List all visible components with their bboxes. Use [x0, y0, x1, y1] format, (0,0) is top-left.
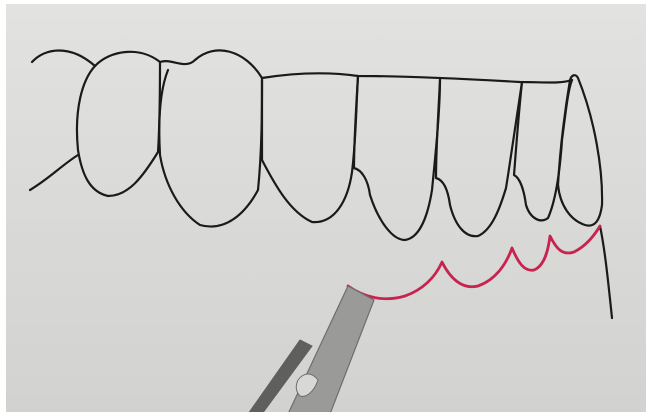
- scalpel: [248, 286, 374, 412]
- tooth-2: [159, 70, 262, 227]
- gingival-contour-upper: [32, 50, 572, 82]
- tooth-4: [354, 76, 440, 240]
- tooth-3: [262, 76, 358, 222]
- gingival-contour-left: [30, 155, 78, 190]
- tooth-6: [514, 80, 572, 220]
- tooth-5: [436, 80, 522, 236]
- tooth-7: [558, 75, 602, 225]
- distal-gum-line: [600, 226, 612, 318]
- tooth-1: [77, 62, 160, 196]
- sketch-paper: [6, 4, 646, 412]
- dental-sketch: [6, 4, 646, 412]
